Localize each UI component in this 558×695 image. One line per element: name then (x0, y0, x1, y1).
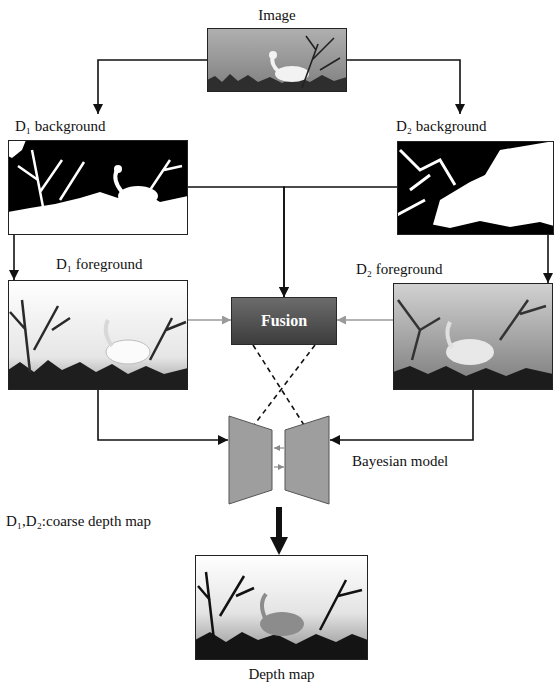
node-heading: Image (258, 6, 295, 24)
input-image: Image (207, 28, 347, 92)
model-shape (228, 415, 330, 505)
node-heading: D₂ background (396, 117, 487, 135)
arrow-connector (330, 390, 473, 440)
arrow-connector (98, 390, 228, 440)
arrow-connector (98, 60, 207, 114)
node-heading: Bayesian model (352, 452, 448, 470)
bayesian-model: Bayesian model (228, 415, 330, 505)
foreground-map: D₁ foreground (8, 280, 188, 390)
arrow-connector (13, 235, 15, 280)
background-mask (8, 140, 188, 235)
arrow-connector (276, 507, 282, 537)
photo (207, 28, 347, 92)
dashed-connector (253, 345, 315, 425)
fusion-box: Fusion (231, 297, 337, 345)
arrow-connector (337, 319, 393, 320)
background-mask (397, 141, 554, 235)
background-map: D₂ background (397, 141, 554, 235)
foreground-map (393, 283, 553, 390)
arrow-connector (188, 187, 284, 297)
node-heading: D₁ background (15, 117, 106, 135)
background-map: D₁ background (8, 140, 188, 235)
box-text: Fusion (232, 298, 336, 344)
node-heading: Depth map (248, 665, 314, 683)
depth-map-image (195, 555, 368, 660)
arrow-connector (547, 235, 549, 283)
depth-map: Depth map (195, 555, 368, 660)
arrow-connector (188, 319, 231, 320)
note-label: D₁,D₂:coarse depth map (6, 512, 151, 530)
node-heading: D₁ foreground (56, 255, 142, 273)
node-heading: D₂ foreground (356, 260, 442, 278)
foreground-map (8, 280, 188, 390)
arrow-connector (347, 60, 460, 114)
arrow-connector (284, 187, 397, 297)
foreground-map: D₂ foreground (393, 283, 553, 390)
